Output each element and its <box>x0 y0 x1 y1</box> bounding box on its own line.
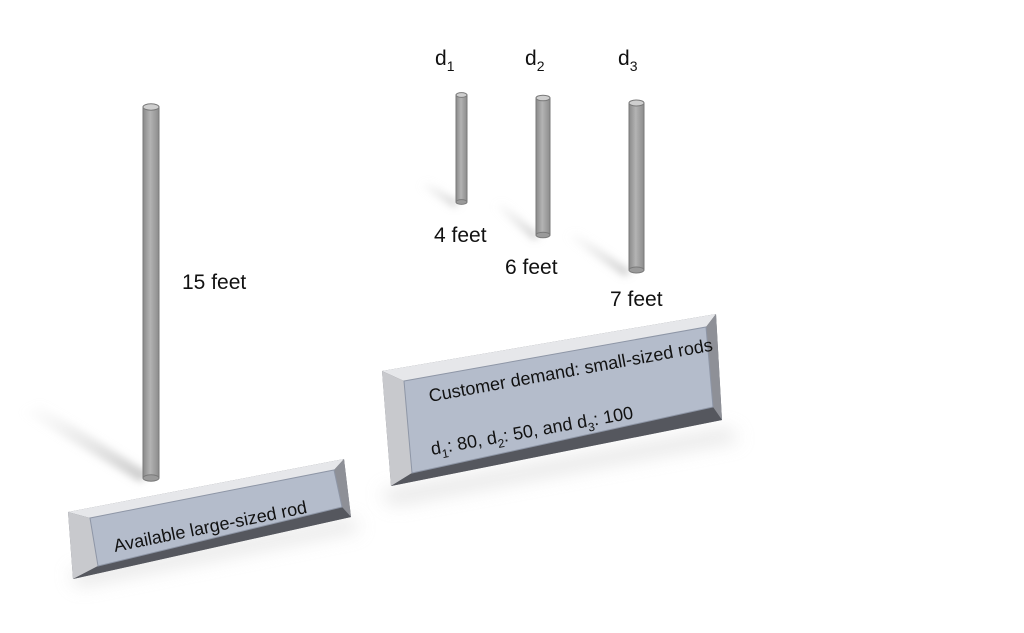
small-rod-d3 <box>628 102 645 271</box>
small-rod-d2-length-label: 6 feet <box>505 256 558 279</box>
small-rod-d3-length-label: 7 feet <box>610 288 663 311</box>
small-rod-d1-group: d1 4 feet <box>420 47 487 247</box>
small-rod-d3-group: d3 7 feet <box>566 47 663 311</box>
small-rod-d2 <box>535 97 551 236</box>
small-rod-d3-top-cap <box>628 99 645 107</box>
small-rod-d1-bottom-cap <box>455 199 468 205</box>
small-rod-d1-length-label: 4 feet <box>434 224 487 247</box>
small-rod-d1-name: d1 <box>435 47 455 74</box>
small-rod-d2-bottom-cap <box>535 231 551 239</box>
large-rod-shadow <box>22 404 150 482</box>
small-rod-d3-shadow <box>566 232 632 276</box>
large-rod-top-cap <box>142 103 160 111</box>
large-rod-bottom-cap <box>142 474 160 482</box>
small-rod-d2-top-cap <box>535 94 551 102</box>
large-rod <box>142 106 160 479</box>
demand-sign-shadow <box>380 428 740 505</box>
large-rod-sign-face <box>89 469 343 567</box>
small-rod-d1 <box>455 94 468 203</box>
small-rod-d1-shadow <box>420 182 460 207</box>
demand-sign: Customer demand: small-sized rods d1: 80… <box>380 314 740 505</box>
small-rod-d2-group: d2 6 feet <box>494 47 558 279</box>
demand-sign-face <box>403 326 714 474</box>
small-rod-d3-bottom-cap <box>628 266 645 274</box>
large-rod-sign: Available large-sized rod <box>68 459 360 586</box>
small-rod-d2-shadow <box>494 202 540 240</box>
small-rod-d3-name: d3 <box>618 47 638 74</box>
large-rod-sign-shadow <box>70 518 360 586</box>
small-rod-d2-name: d2 <box>525 47 545 74</box>
large-rod-group: 15 feet <box>22 103 246 482</box>
large-rod-length-label: 15 feet <box>182 271 246 294</box>
small-rod-d1-top-cap <box>455 92 468 98</box>
